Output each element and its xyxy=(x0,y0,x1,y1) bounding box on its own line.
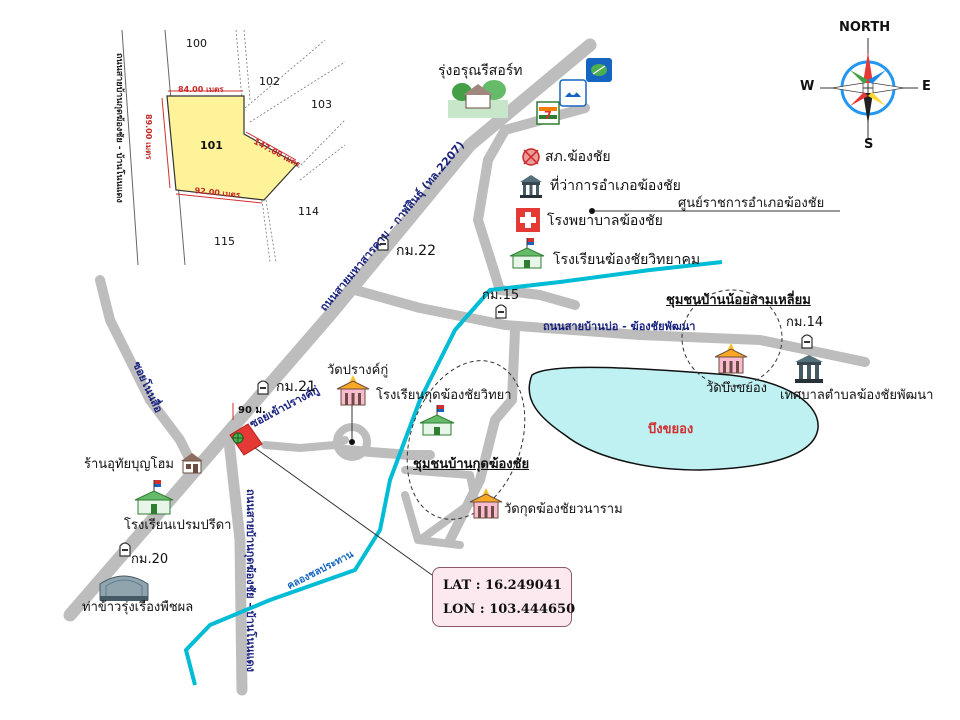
municipality-icon xyxy=(795,355,823,383)
road-village-grid-2 xyxy=(401,491,464,549)
rice-mill-label: ท่าข้าวรุ่งเรืองพืชผล xyxy=(82,600,194,615)
latitude-value: LAT : 16.249041 xyxy=(443,578,562,593)
community-noi-outline xyxy=(681,289,783,387)
svg-text:7: 7 xyxy=(544,109,552,122)
resort-icon xyxy=(448,80,508,118)
hospital-icon xyxy=(516,208,540,232)
plot-inset xyxy=(121,29,346,266)
lot-115-label: 115 xyxy=(214,235,235,248)
wat-kud-icon xyxy=(469,488,503,519)
community-noi-label: ชุมชนบ้านน้อยสามเหลี่ยม xyxy=(666,293,811,308)
km22-label: กม.22 xyxy=(396,243,436,259)
shop-label: ร้านอุทัยบุญโฮม xyxy=(84,457,174,472)
longitude-value: LON : 103.444650 xyxy=(443,602,576,617)
compass-south-label: S xyxy=(864,137,874,152)
plot-left-dimension: 89.00 เมตร xyxy=(144,114,153,160)
hospital-label: โรงพยาบาลฆ้องชัย xyxy=(547,213,663,229)
compass-east-label: E xyxy=(922,79,931,94)
lot-102-label: 102 xyxy=(259,75,280,88)
school-kud-icon xyxy=(419,405,455,436)
plot-top-dimension: 84.00 เมตร xyxy=(178,85,224,94)
km14-label: กม.14 xyxy=(786,315,824,330)
lake-bueng-khayong xyxy=(528,366,819,471)
compass-north-label: NORTH xyxy=(839,20,891,35)
wat-bueng-icon xyxy=(714,343,748,374)
km20-label: กม.20 xyxy=(131,552,169,567)
km15-label: กม.15 xyxy=(482,288,520,303)
lot-100-label: 100 xyxy=(186,37,207,50)
wat-prang-ku-label: วัดปรางค์กู่ xyxy=(327,363,389,378)
site-marker xyxy=(229,403,263,456)
km21-marker-icon xyxy=(257,380,269,395)
lot-114-label: 114 xyxy=(298,205,319,218)
school-prem-icon xyxy=(134,480,174,515)
leaf-logo-icon xyxy=(586,58,612,82)
plot-road-label: ถนนสายบ้านกุดฆ้องชัย - บ้านโนนแดง xyxy=(114,53,124,203)
road-label-kud-khong: ถนนสายบ้านกุดฆ้องชัย - บ้านโนนแดง xyxy=(244,489,257,673)
district-office-icon xyxy=(520,175,542,198)
wat-kud-label: วัดกุดฆ้องชัยวนาราม xyxy=(504,502,623,517)
road-kud-khong xyxy=(222,426,248,696)
km20-marker-icon xyxy=(119,542,131,557)
community-kud-outline xyxy=(406,360,526,520)
wat-bueng-label: วัดบึงขยอง xyxy=(706,381,768,396)
coordinate-box: LAT : 16.249041 LON : 103.444650 xyxy=(432,567,576,627)
distance-tag-label: 90 ม. xyxy=(238,405,266,416)
plot-number-label: 101 xyxy=(200,139,223,152)
roads xyxy=(63,38,870,696)
road-label-ban-bo: ถนนสายบ้านบ่อ - ฆ้องชัยพัฒนา xyxy=(543,320,696,333)
wat-prang-ku-icon xyxy=(336,375,370,406)
km15-marker-icon xyxy=(495,304,507,319)
resort-label: รุ่งอรุณรีสอร์ท xyxy=(438,63,523,79)
canal-line xyxy=(184,260,723,686)
bank-logo-icon xyxy=(559,79,587,107)
compass-rose xyxy=(820,38,918,138)
wat-prang-ku-dot xyxy=(349,439,355,445)
school-witthayakhom-icon xyxy=(509,238,545,269)
municipality-label: เทศบาลตำบลฆ้องชัยพัฒนา xyxy=(780,388,934,403)
road-side-branch xyxy=(95,275,195,465)
police-label: สภ.ฆ้องชัย xyxy=(545,149,611,165)
compass-west-label: W xyxy=(800,79,815,94)
lot-103-label: 103 xyxy=(311,98,332,111)
seven-eleven-icon: 7 xyxy=(536,101,560,125)
school-witthayakhom-label: โรงเรียนฆ้องชัยวิทยาคม xyxy=(553,252,701,268)
district-office-label: ที่ว่าการอำเภอฆ้องชัย xyxy=(550,178,681,194)
plot-101-shape xyxy=(166,95,298,201)
road-village-grid-1 xyxy=(401,466,479,544)
lake-label: บึงขยอง xyxy=(648,422,694,437)
rice-mill-icon xyxy=(99,575,149,601)
road-district-loop xyxy=(473,103,590,310)
gov-center-label: ศูนย์ราชการอำเภอฆ้องชัย xyxy=(678,196,825,211)
road-prang-ku-soi xyxy=(261,436,349,452)
km21-label: กม.21 xyxy=(276,379,316,395)
km14-marker-icon xyxy=(801,334,813,349)
gov-center-dot xyxy=(589,208,595,214)
police-icon xyxy=(522,148,540,166)
school-kud-label: โรงเรียนกุดฆ้องชัยวิทยา xyxy=(376,388,512,403)
shop-icon xyxy=(181,453,203,474)
community-kud-label: ชุมชนบ้านกุดฆ้องชัย xyxy=(413,457,530,472)
road-ban-bo xyxy=(350,285,870,367)
school-prem-label: โรงเรียนเปรมปรีดา xyxy=(124,518,232,533)
km22-marker-icon xyxy=(377,236,389,251)
site-leader xyxy=(254,447,433,576)
